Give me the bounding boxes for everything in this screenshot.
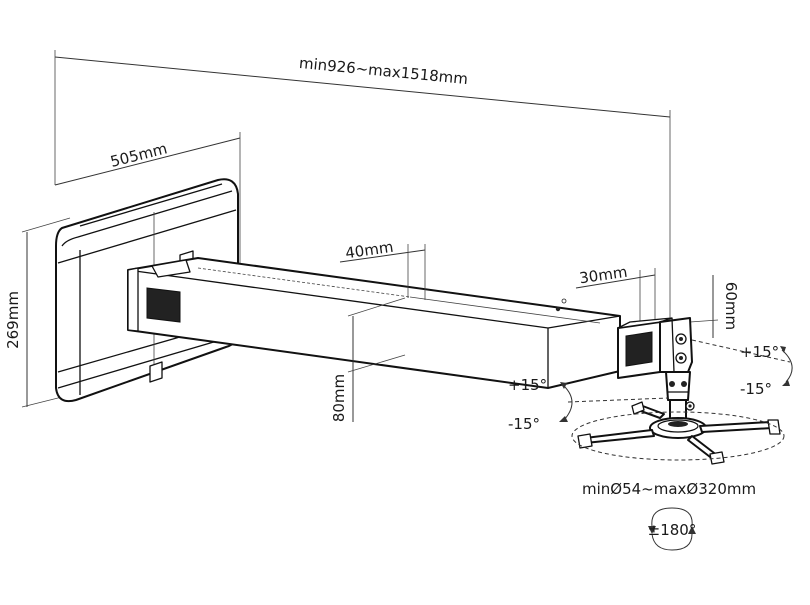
tilt-head: [617, 317, 695, 421]
tilt-right-indicator: +15° -15°: [691, 339, 793, 398]
plate-width-label: 505mm: [109, 139, 169, 170]
tilt-right-down-label: -15°: [740, 380, 772, 398]
tilt-left-arc: [563, 385, 573, 421]
rotation-arc-bottom: [651, 533, 693, 551]
arm-height-top-extension: [347, 297, 406, 317]
plate-height-top-extension: [21, 217, 71, 233]
spider-mount: [571, 401, 785, 465]
head-height-label: 60mm: [722, 282, 740, 330]
head-width-label: 30mm: [578, 263, 628, 288]
arm-height-label: 80mm: [330, 374, 348, 422]
plate-width-line: [54, 137, 241, 186]
tilt-left-indicator: +15° -15°: [508, 376, 669, 433]
head-height-dimension: 60mm: [689, 275, 740, 338]
mount-range-ellipse: [571, 411, 785, 461]
tilt-left-down-label: -15°: [508, 415, 540, 433]
tilt-right-arc: [781, 349, 793, 383]
total-length-line: [54, 56, 671, 118]
plate-height-label: 269mm: [4, 291, 22, 349]
tilt-left-up-label: +15°: [508, 376, 547, 394]
arm-width-line: [339, 249, 426, 263]
rotation-label: ±180°: [648, 521, 697, 539]
rotation-indicator: ±180°: [648, 507, 697, 551]
extension-arm: [127, 257, 621, 389]
tilt-right-up-label: +15°: [740, 343, 779, 361]
head-height-bottom-extension: [689, 319, 719, 323]
mount-range-label: minØ54~maxØ320mm: [582, 480, 756, 498]
rotation-arc-top: [651, 507, 693, 527]
arm-height-bottom-extension: [347, 354, 406, 373]
arm-height-dimension: 80mm: [330, 297, 406, 422]
arm-width-label: 40mm: [344, 238, 394, 263]
head-width-line: [575, 274, 656, 289]
